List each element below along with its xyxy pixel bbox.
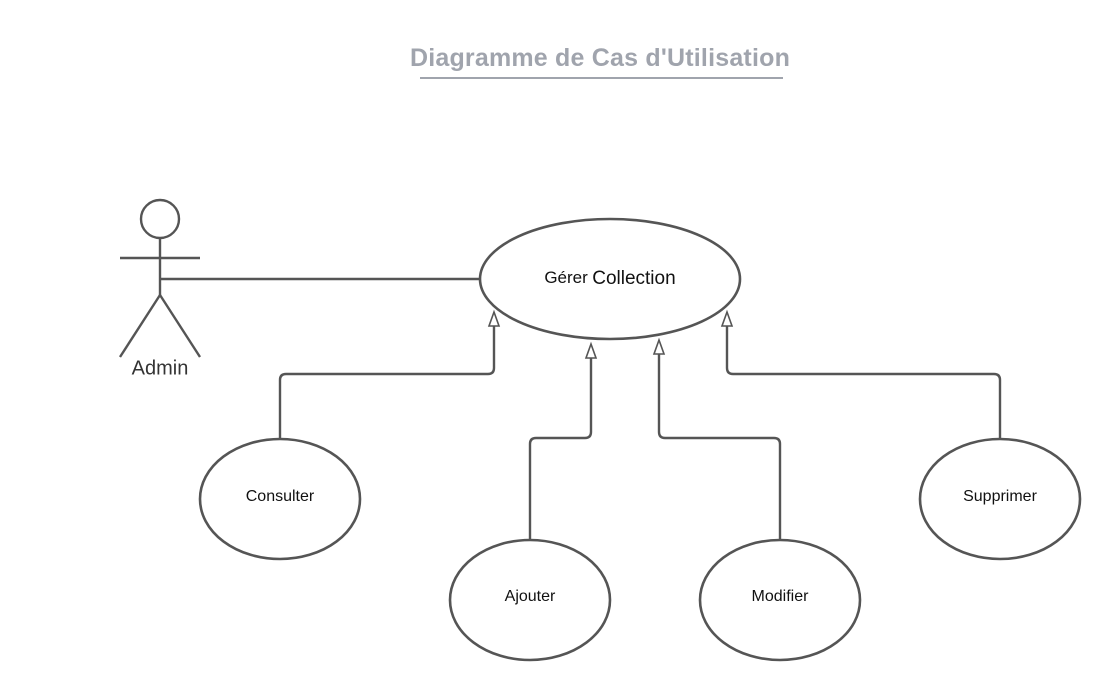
- use-case-collection-label: Collection: [592, 268, 675, 289]
- use-case-supprimer[interactable]: Supprimer: [918, 437, 1082, 561]
- use-case-ajouter-label: Ajouter: [505, 588, 556, 605]
- use-case-ajouter-ellipse: [448, 538, 612, 662]
- use-case-consulter-label: Consulter: [246, 488, 315, 505]
- actor-admin[interactable]: Admin: [118, 198, 202, 379]
- title-underline: [420, 77, 783, 79]
- use-case-ajouter[interactable]: Ajouter: [448, 538, 612, 662]
- use-case-consulter-ellipse: [198, 437, 362, 561]
- generalization-ajouter: [528, 358, 593, 540]
- generalization-supprimer: [725, 326, 1002, 440]
- use-case-gerer-label: Gérer: [544, 268, 588, 287]
- use-case-modifier-ellipse: [698, 538, 862, 662]
- generalization-consulter: [278, 326, 496, 440]
- diagram-title: Diagramme de Cas d'Utilisation: [409, 44, 791, 72]
- arrowhead-modifier: [652, 337, 666, 355]
- use-case-supprimer-ellipse: [918, 437, 1082, 561]
- arrowhead-supprimer: [720, 309, 734, 327]
- arrowhead-consulter: [487, 309, 501, 327]
- use-case-gerer-collection-label: Gérer Collection: [544, 268, 675, 289]
- generalization-modifier: [657, 354, 782, 540]
- use-case-modifier-label: Modifier: [752, 588, 810, 605]
- use-case-gerer-collection[interactable]: Gérer Collection: [478, 217, 742, 341]
- use-case-modifier[interactable]: Modifier: [698, 538, 862, 662]
- use-case-consulter[interactable]: Consulter: [198, 437, 362, 561]
- actor-head: [139, 198, 181, 240]
- actor-label: Admin: [132, 357, 189, 379]
- arrowhead-ajouter: [584, 341, 598, 359]
- use-case-gerer-collection-ellipse: [478, 217, 742, 341]
- actor-left-leg: [118, 294, 162, 358]
- actor-right-leg: [158, 294, 202, 358]
- use-case-supprimer-label: Supprimer: [963, 488, 1037, 505]
